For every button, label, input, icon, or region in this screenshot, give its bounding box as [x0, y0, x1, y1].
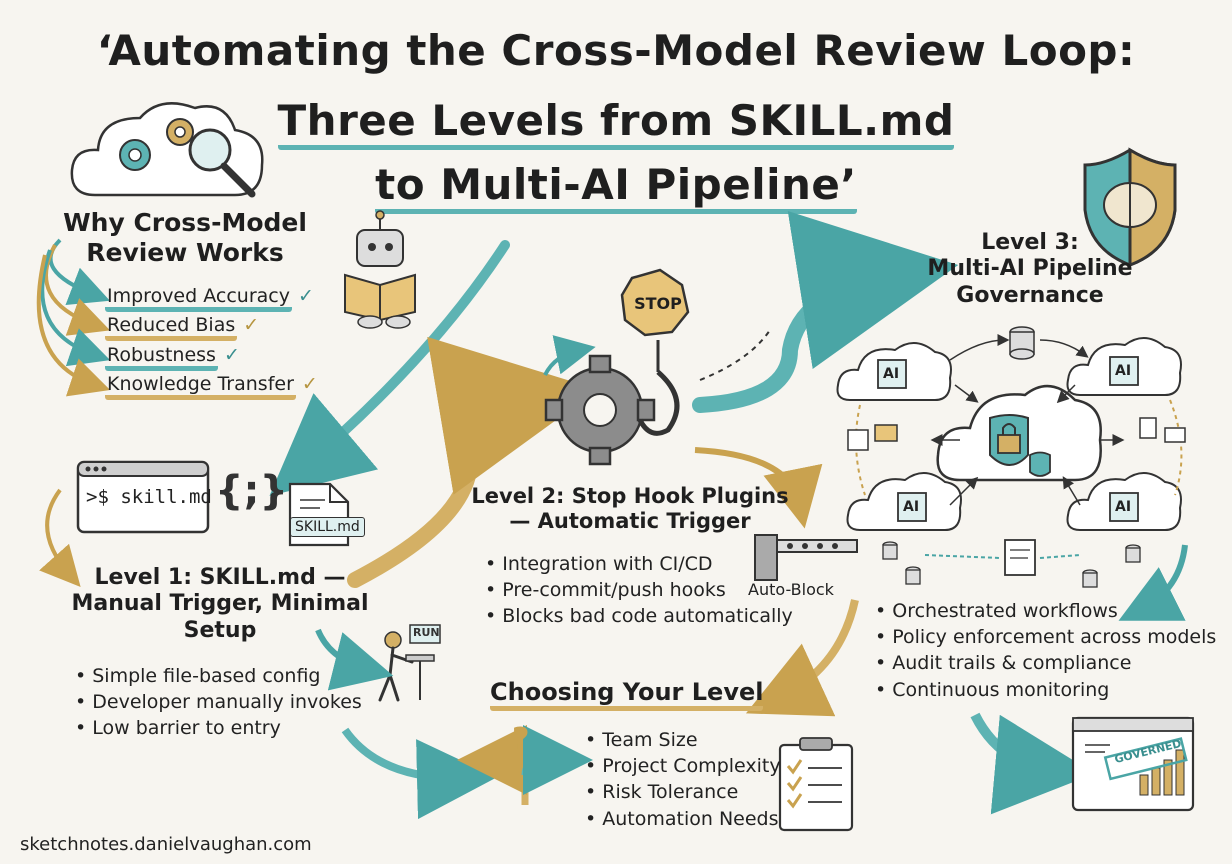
arrow-level1-to-level2	[347, 336, 599, 588]
level2-bullet: Pre-commit/push hooks	[485, 577, 805, 603]
why-item-label: Knowledge Transfer	[105, 373, 296, 401]
why-item-label: Reduced Bias	[105, 314, 238, 342]
gear-hook-icon	[544, 268, 690, 466]
check-icon: ✓	[243, 314, 260, 337]
ai-pipeline-network	[836, 326, 1186, 588]
level2-bullet: Integration with CI/CD	[485, 551, 805, 577]
level2-bullet: Blocks bad code automatically	[485, 603, 805, 629]
ai-node-label: AI	[903, 499, 920, 515]
why-fan-arrows	[36, 238, 111, 397]
choosing-bullet: Project Complexity	[585, 753, 785, 779]
level3-bullets: Orchestrated workflows Policy enforcemen…	[875, 598, 1225, 703]
choosing-heading: Choosing Your Level	[490, 678, 764, 711]
level1-curl-arrow	[39, 488, 81, 587]
ai-node-label: AI	[883, 366, 900, 382]
skill-file-label: SKILL.md	[290, 517, 365, 537]
why-item-label: Robustness	[105, 343, 218, 371]
level1-bullet: Developer manually invokes	[75, 689, 375, 715]
check-icon: ✓	[223, 343, 240, 366]
terminal-window-icon	[76, 460, 210, 534]
arrow-gear-to-level2-text	[694, 447, 823, 529]
governed-dashboard-icon	[1071, 716, 1195, 812]
level2-heading-line-1: Level 2: Stop Hook Plugins	[471, 484, 789, 508]
level1-heading-line-2: Manual Trigger, Minimal	[71, 591, 369, 617]
clipboard-checklist-icon	[778, 737, 854, 832]
title-text-1: ‘Automating the Cross-Model Review Loop:	[96, 26, 1136, 75]
why-item: Knowledge Transfer✓	[105, 370, 365, 401]
why-item-label: Improved Accuracy	[105, 285, 292, 312]
choosing-bullet: Risk Tolerance	[585, 779, 785, 805]
arrow-to-dashboard	[970, 712, 1095, 815]
level3-heading-line-2: Multi-AI Pipeline	[927, 256, 1133, 282]
arrow-title-to-level1	[269, 240, 510, 496]
dashed-trail	[699, 329, 771, 381]
level1-bullet: Low barrier to entry	[75, 715, 375, 741]
terminal-command: >$ skill.md	[86, 486, 212, 508]
ai-node-label: AI	[1115, 499, 1132, 515]
title-text-3: to Multi-AI Pipeline’	[375, 160, 857, 214]
why-heading-line-1: Why Cross-Model	[63, 208, 307, 237]
check-icon: ✓	[301, 373, 318, 396]
why-item: Reduced Bias✓	[105, 311, 365, 342]
check-icon: ✓	[297, 285, 314, 307]
why-list: Improved Accuracy✓ Reduced Bias✓ Robustn…	[105, 282, 365, 401]
level1-heading: Level 1: SKILL.md — Manual Trigger, Mini…	[70, 565, 370, 644]
why-heading-line-2: Review Works	[86, 238, 284, 267]
auto-block-label: Auto-Block	[748, 580, 834, 599]
level3-heading-line-1: Level 3:	[981, 230, 1079, 255]
gear-small-arrow	[543, 335, 596, 376]
choosing-bullet: Team Size	[585, 727, 785, 753]
why-heading: Why Cross-Model Review Works	[55, 208, 315, 268]
level1-bullet: Simple file-based config	[75, 663, 375, 689]
footer-url[interactable]: sketchnotes.danielvaughan.com	[20, 834, 312, 855]
arrow-level2-to-level3	[692, 210, 959, 413]
title-text-2: Three Levels from SKILL.md	[277, 96, 955, 150]
database-icon	[1009, 326, 1035, 360]
choosing-bullets: Team Size Project Complexity Risk Tolera…	[585, 727, 785, 832]
choosing-heading-text: Choosing Your Level	[490, 678, 764, 711]
title-line-1: ‘Automating the Cross-Model Review Loop:	[0, 26, 1232, 75]
robot-reading-icon	[344, 210, 416, 329]
choosing-bullet: Automation Needs	[585, 806, 785, 832]
level1-heading-line-3: Setup	[183, 617, 257, 643]
level3-bullet: Orchestrated workflows	[875, 598, 1225, 624]
why-item: Improved Accuracy✓	[105, 282, 365, 312]
title-line-3: to Multi-AI Pipeline’	[0, 160, 1232, 214]
level3-heading: Level 3: Multi-AI Pipeline Governance	[905, 230, 1155, 309]
question-mark-icon: ?	[512, 722, 530, 757]
cloud-gears-magnifier-icon	[70, 102, 264, 198]
fork-arrows-icon	[457, 725, 593, 805]
why-item: Robustness✓	[105, 341, 365, 371]
level3-heading-line-3: Governance	[956, 282, 1104, 308]
level3-bullet: Continuous monitoring	[875, 677, 1225, 703]
level1-heading-line-1: Level 1: SKILL.md —	[94, 565, 346, 590]
level2-bullets: Integration with CI/CD Pre-commit/push h…	[485, 551, 805, 630]
arrow-level2-to-choosing	[745, 599, 859, 717]
level1-bullets: Simple file-based config Developer manua…	[75, 663, 375, 742]
run-label: RUN	[413, 626, 440, 639]
ai-node-label: AI	[1115, 363, 1132, 379]
stop-sign-text: STOP	[634, 294, 682, 313]
level2-heading: Level 2: Stop Hook Plugins — Automatic T…	[470, 484, 790, 534]
braces-icon: {;}	[215, 468, 288, 514]
title-line-2: Three Levels from SKILL.md	[0, 96, 1232, 150]
level3-bullet: Audit trails & compliance	[875, 650, 1225, 676]
level2-heading-line-2: — Automatic Trigger	[509, 509, 751, 534]
shield-brain-icon	[1083, 147, 1177, 268]
level3-bullet: Policy enforcement across models	[875, 624, 1225, 650]
